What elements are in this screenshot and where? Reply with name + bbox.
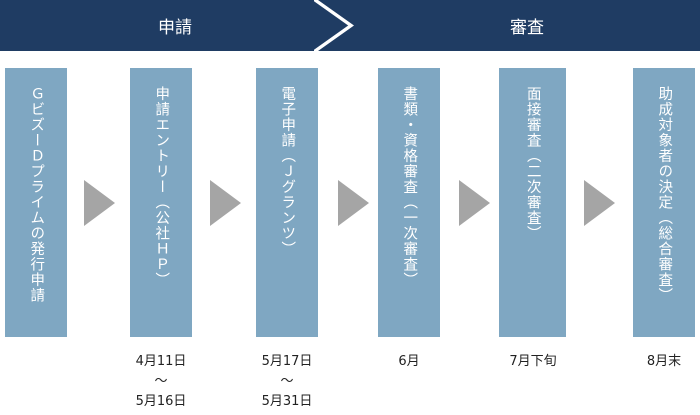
step-box-e-application: 電子申請（Ｊグランツ）: [256, 68, 318, 337]
date-e-application: 5月17日 〜 5月31日: [244, 352, 330, 412]
date-line: 8月末: [646, 354, 682, 369]
step-label: ＧビズーＤプライムの発行申請: [28, 86, 45, 303]
date-line: 〜: [154, 374, 168, 389]
step-label: 申請エントリー（公社ＨＰ）: [153, 86, 170, 288]
step-box-entry: 申請エントリー（公社ＨＰ）: [130, 68, 192, 337]
flow-arrow-icon: [84, 180, 115, 226]
step-label: 書類・資格審査（一次審査）: [401, 86, 418, 288]
step-box-final-decision: 助成対象者の決定（総合審査）: [633, 68, 695, 337]
phase-banner-application: 申請: [0, 0, 350, 51]
flow-arrow-icon: [210, 180, 241, 226]
flow-arrow-icon: [459, 180, 490, 226]
date-line: 7月下旬: [509, 354, 557, 369]
flow-arrow-icon: [338, 180, 369, 226]
step-label: 面接審査（二次審査）: [524, 86, 541, 241]
date-line: 6月: [398, 354, 420, 369]
date-document-review: 6月: [374, 352, 444, 372]
step-label: 助成対象者の決定（総合審査）: [656, 86, 673, 303]
date-final-decision: 8月末: [629, 352, 699, 372]
date-line: 5月16日: [135, 394, 187, 409]
date-line: 5月31日: [261, 394, 313, 409]
step-box-document-review: 書類・資格審査（一次審査）: [378, 68, 440, 337]
date-line: 〜: [280, 374, 294, 389]
step-box-gbiz-id: ＧビズーＤプライムの発行申請: [5, 68, 67, 337]
phase-label-application: 申請: [158, 18, 192, 38]
date-interview: 7月下旬: [492, 352, 574, 372]
date-entry: 4月11日 〜 5月16日: [118, 352, 204, 412]
phase-banner-review: 審査: [318, 0, 700, 51]
date-line: 4月11日: [135, 354, 187, 369]
step-label: 電子申請（Ｊグランツ）: [279, 86, 296, 257]
phase-label-review: 審査: [510, 18, 544, 38]
flow-arrow-icon: [584, 180, 615, 226]
step-box-interview: 面接審査（二次審査）: [499, 68, 566, 337]
date-line: 5月17日: [261, 354, 313, 369]
